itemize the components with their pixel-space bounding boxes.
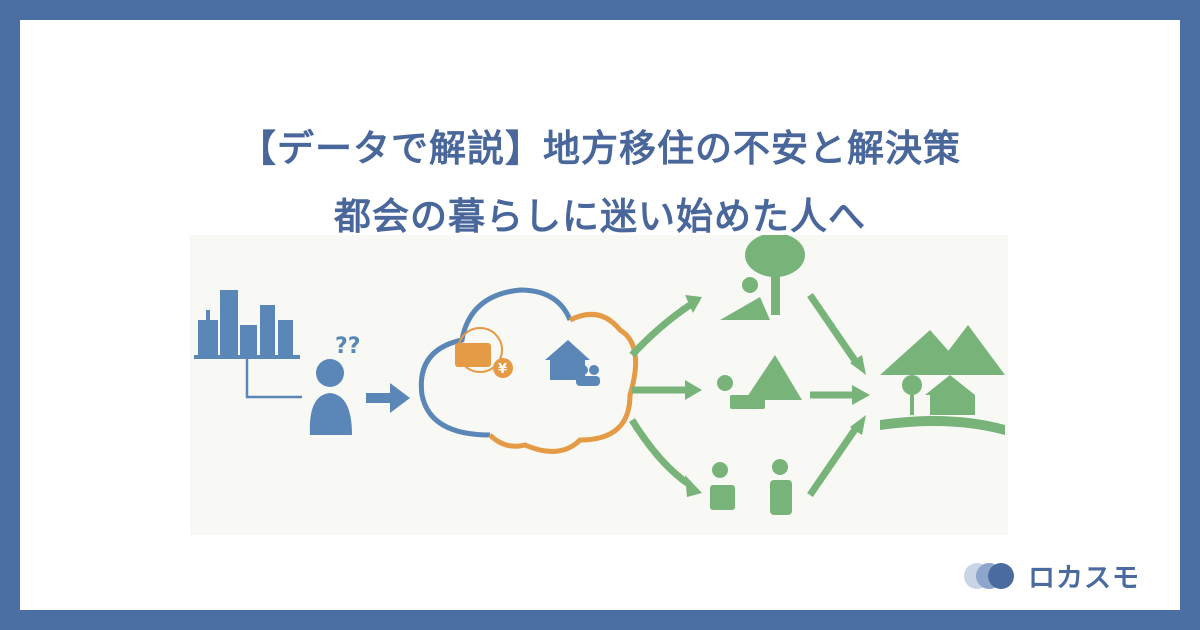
brand-logo[interactable]: ロカスモ <box>964 556 1140 595</box>
arrow-right-icon <box>366 383 410 413</box>
logo-text: ロカスモ <box>1028 563 1140 594</box>
title-line-2: 都会の暮らしに迷い始めた人へ <box>334 195 866 238</box>
illustration-background <box>190 235 1008 535</box>
logo-dots-icon <box>964 562 1020 590</box>
yen-symbol: ¥ <box>498 362 507 377</box>
city-buildings-icon <box>194 290 300 359</box>
relocation-illustration: ?? ¥ <box>190 235 1008 535</box>
title-line-1: 【データで解説】地方移住の不安と解決策 <box>239 127 961 170</box>
question-marks: ?? <box>335 334 361 359</box>
cloud-blue <box>418 287 573 438</box>
resting-under-tree-icon <box>720 235 805 320</box>
arrow-heads <box>685 295 870 497</box>
confused-person-icon <box>309 359 352 435</box>
remote-work-mountain-icon <box>717 355 802 409</box>
green-arrows <box>629 293 861 497</box>
briefcase-icon <box>455 327 513 378</box>
cloud-orange <box>488 311 639 454</box>
house-family-icon <box>545 340 600 386</box>
countryside-village-icon <box>880 325 1005 435</box>
connector-line <box>245 359 302 399</box>
community-people-icon <box>710 459 792 515</box>
